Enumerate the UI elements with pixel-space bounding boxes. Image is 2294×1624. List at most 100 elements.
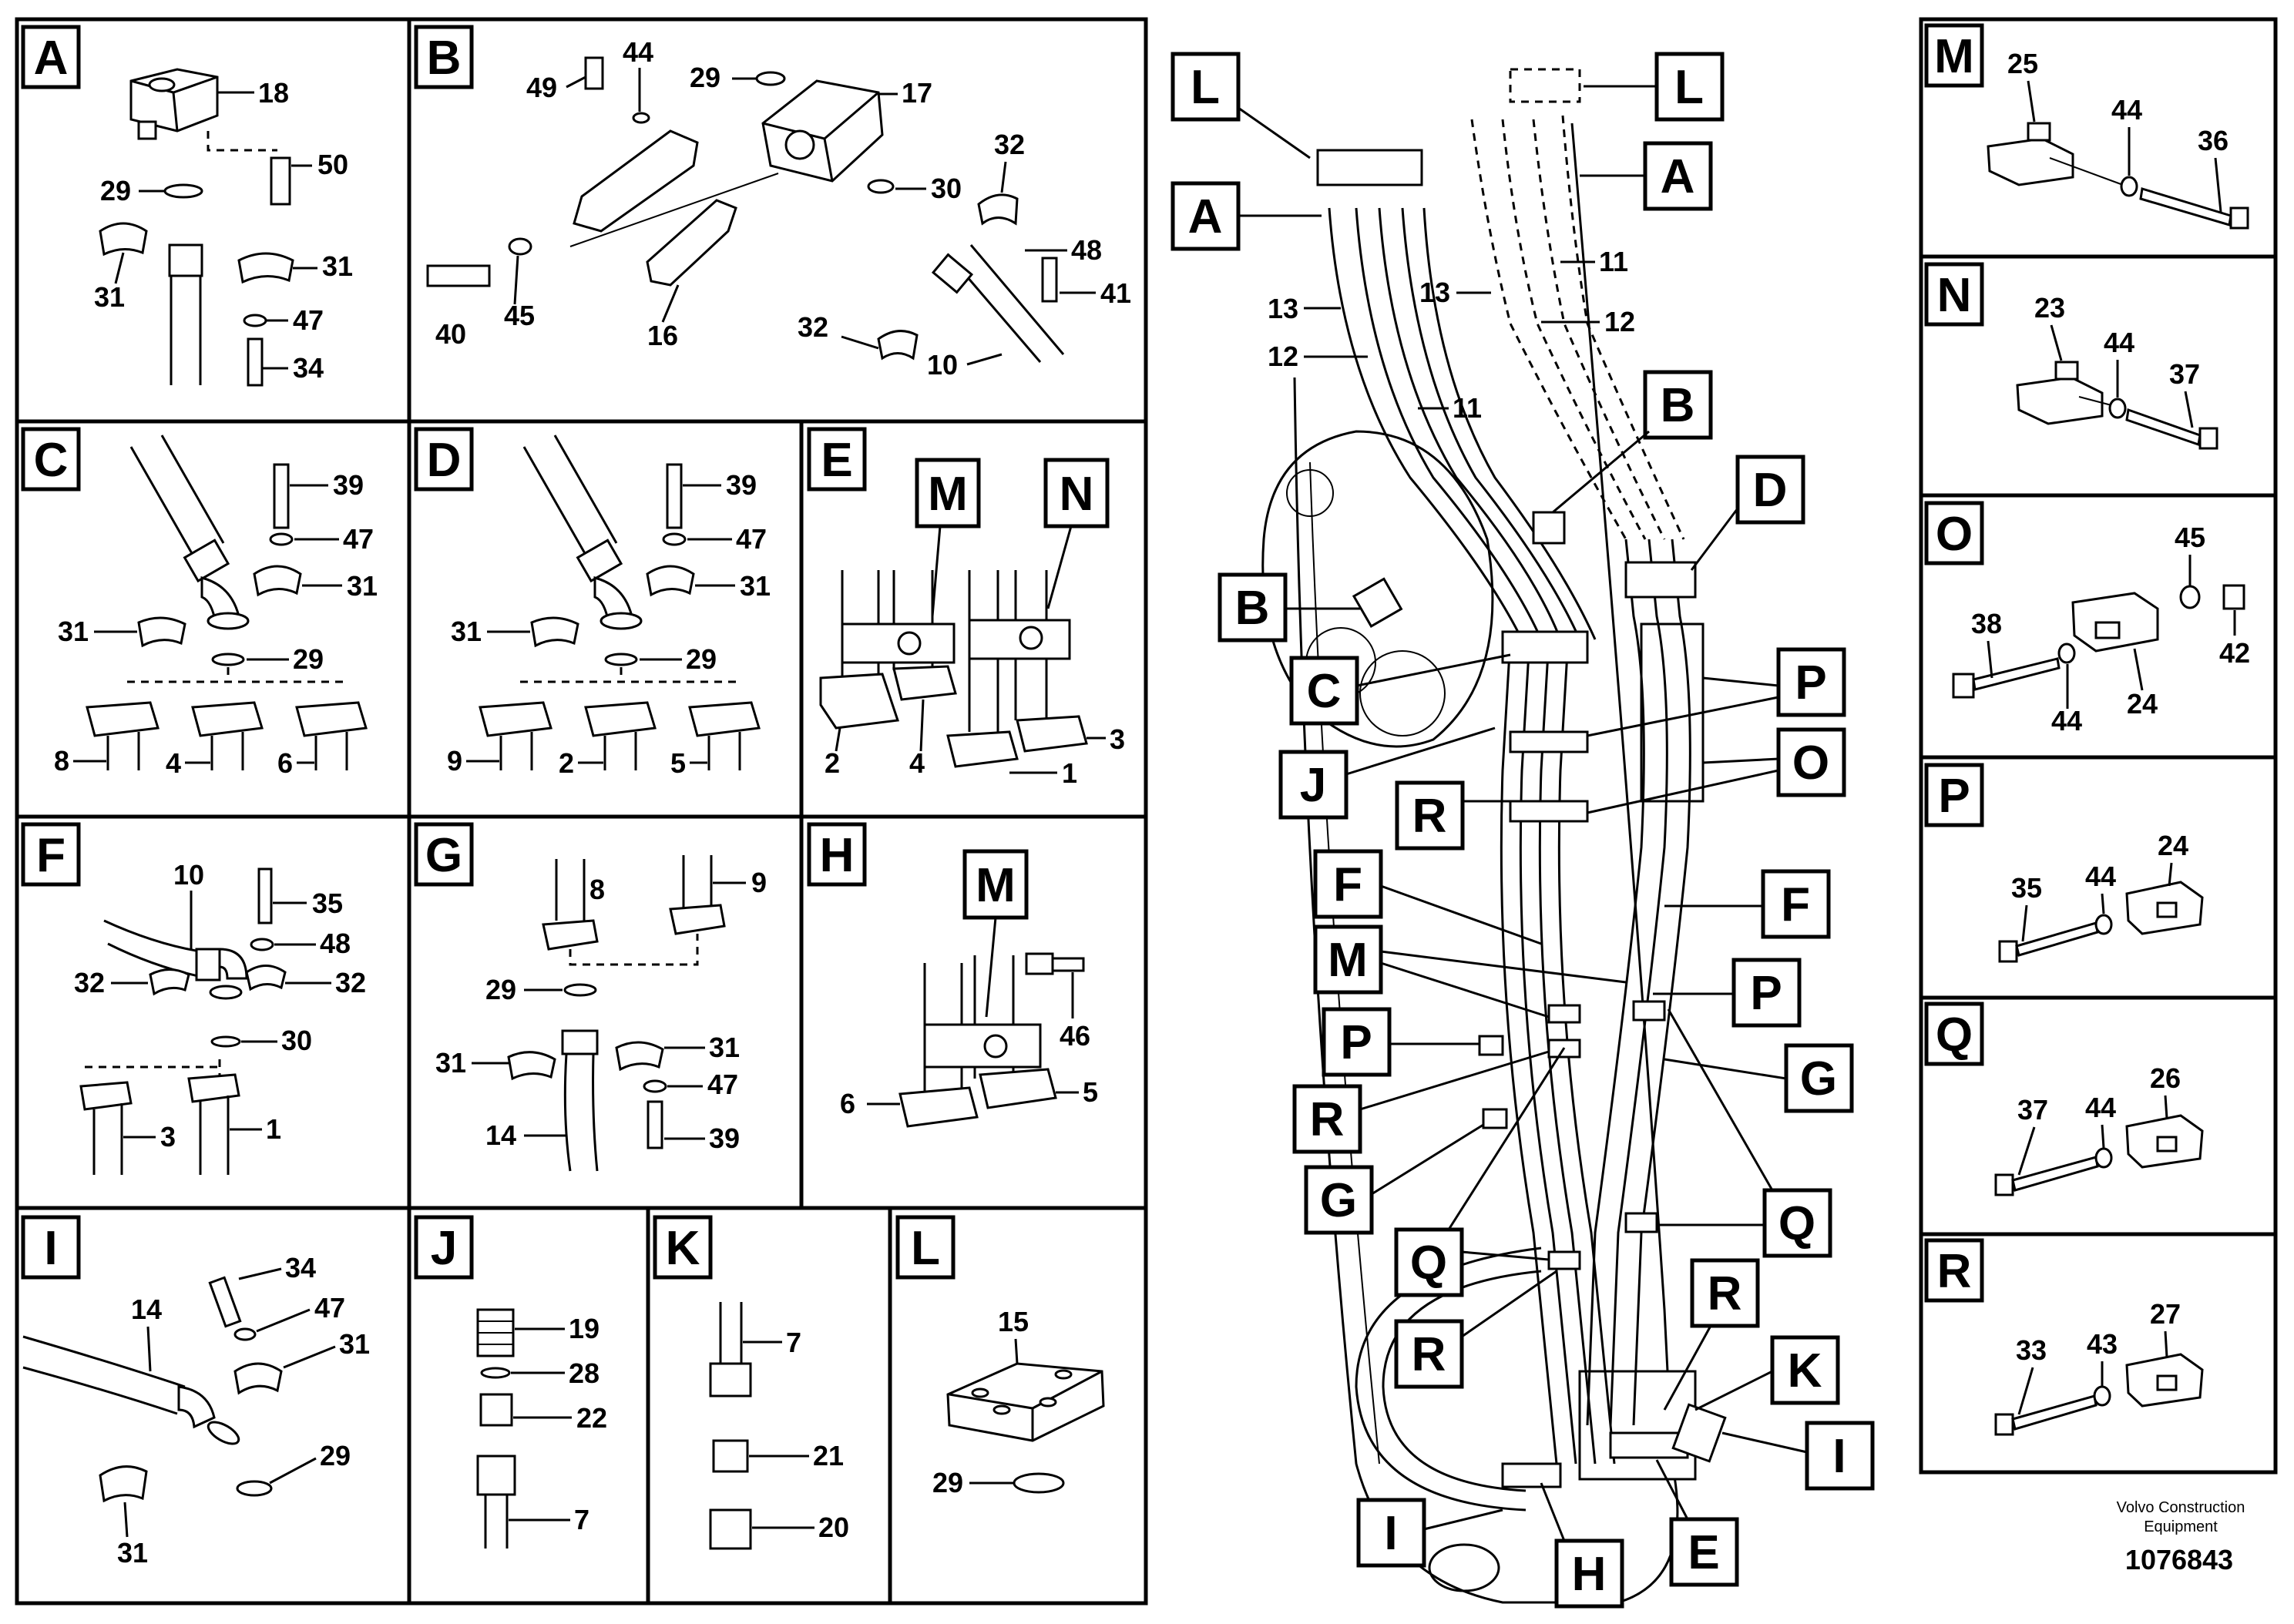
callout: 5 [670, 747, 686, 779]
view-label: J [1300, 759, 1326, 812]
view-label: R [1412, 1328, 1446, 1381]
callout: 6 [277, 747, 293, 779]
callout: 44 [2085, 1092, 2116, 1123]
callout: 4 [166, 747, 181, 779]
panel-I: I 34 47 14 31 29 31 [21, 1215, 370, 1569]
callout: 25 [2007, 48, 2038, 79]
view-label: C [1307, 665, 1342, 718]
panel-C-callouts: 39 47 31 31 29 8 4 6 [54, 469, 378, 779]
main-view-labels: L L A A B B D C P O [1171, 52, 1875, 1609]
view-label: R [1708, 1267, 1742, 1320]
view-label: P [1795, 656, 1826, 710]
panel-letter-box [21, 25, 81, 89]
panel-letter: B [427, 32, 462, 85]
callout: 9 [447, 745, 462, 777]
callout: 40 [435, 318, 466, 350]
callout: 24 [2127, 688, 2158, 720]
callout: 10 [173, 859, 204, 891]
panel-letter-box [895, 1215, 956, 1280]
hose-callouts: 13 12 11 13 11 12 [1268, 246, 1635, 424]
callout: 23 [2034, 292, 2065, 324]
callout: 48 [1071, 234, 1102, 266]
callout: 31 [740, 570, 771, 602]
company-name: Volvo Construction [2117, 1499, 2245, 1516]
panel-K: K 7 21 20 [653, 1215, 849, 1550]
callout: 31 [347, 570, 378, 602]
footer: Volvo Construction Equipment 1076843 [2117, 1499, 2245, 1575]
panel-letter: K [666, 1222, 700, 1275]
panel-C-drawing [86, 435, 368, 770]
panel-A-callouts: 18 50 29 31 31 47 34 [94, 77, 353, 384]
callout: 32 [994, 129, 1025, 160]
sub-view-box [962, 849, 1029, 920]
panel-J-callouts: 19 28 22 7 [509, 1313, 607, 1535]
callout: 44 [2111, 94, 2142, 126]
callout: 37 [2017, 1094, 2048, 1126]
panel-E-drawing [819, 525, 1088, 768]
panel-letter: H [820, 829, 855, 882]
callout: 32 [335, 967, 366, 998]
reference-number: 1076843 [2125, 1544, 2233, 1575]
callout: 3 [160, 1121, 176, 1153]
callout: 35 [312, 887, 343, 919]
callout: 18 [258, 77, 289, 109]
panel-letter-box [414, 25, 474, 89]
panel-G-callouts: 8 9 29 31 31 47 14 39 [435, 867, 767, 1154]
panel-G-drawing [507, 855, 726, 1172]
panel-J: J 19 28 22 7 [414, 1215, 607, 1549]
panel-L: L 15 29 [895, 1215, 1105, 1498]
view-label: E [1688, 1526, 1719, 1579]
callout: 31 [58, 616, 89, 647]
callout: 31 [339, 1328, 370, 1360]
callout: 12 [1268, 341, 1298, 372]
panel-F-callouts: 10 35 48 32 32 30 3 1 [74, 859, 366, 1153]
panel-L-callouts: 15 29 [932, 1306, 1029, 1498]
callout: 26 [2150, 1062, 2181, 1094]
sub-view-box [1043, 458, 1110, 528]
callout: 29 [293, 643, 324, 675]
callout: 8 [54, 745, 69, 777]
callout: 34 [293, 352, 324, 384]
panel-letter: M [1934, 30, 1974, 83]
view-label: M [1328, 934, 1368, 987]
panel-B-drawing [426, 56, 1065, 363]
panel-letter: C [34, 434, 69, 487]
callout: 47 [736, 523, 767, 555]
callout: 11 [1599, 246, 1628, 277]
panel-letter-box [414, 822, 474, 887]
view-label: R [1310, 1093, 1345, 1146]
panel-letter: Q [1936, 1008, 1973, 1062]
panel-letter-box [807, 427, 867, 492]
callout: 32 [74, 967, 105, 998]
panel-F-drawing [79, 867, 287, 1175]
callout: 44 [623, 36, 653, 68]
panel-K-callouts: 7 21 20 [743, 1327, 849, 1543]
callout: 29 [320, 1440, 351, 1471]
callout: 46 [1060, 1020, 1090, 1052]
callout: 29 [485, 974, 516, 1005]
sub-view-letter: M [928, 468, 968, 521]
view-label: L [1674, 61, 1704, 114]
panel-letter: F [36, 829, 65, 882]
callout: 2 [559, 747, 574, 779]
view-label: P [1750, 967, 1782, 1020]
panel-B-callouts: 49 44 29 17 32 30 48 41 40 45 16 32 10 [435, 36, 1131, 381]
callout: 47 [314, 1292, 345, 1324]
panel-letter: P [1938, 770, 1970, 823]
panel-letter: N [1937, 269, 1972, 322]
callout: 15 [998, 1306, 1029, 1337]
view-label: H [1572, 1548, 1607, 1601]
callout: 4 [909, 747, 925, 779]
callout: 41 [1100, 277, 1131, 309]
callout: 44 [2085, 861, 2116, 892]
panel-letter-box [653, 1215, 713, 1280]
view-label: O [1792, 737, 1829, 790]
view-label: P [1340, 1016, 1372, 1069]
callout: 29 [690, 62, 720, 93]
panel-letter: D [427, 434, 462, 487]
callout: 47 [707, 1069, 738, 1100]
callout: 47 [343, 523, 374, 555]
sub-view-box [915, 458, 981, 528]
callout: 14 [485, 1119, 516, 1151]
